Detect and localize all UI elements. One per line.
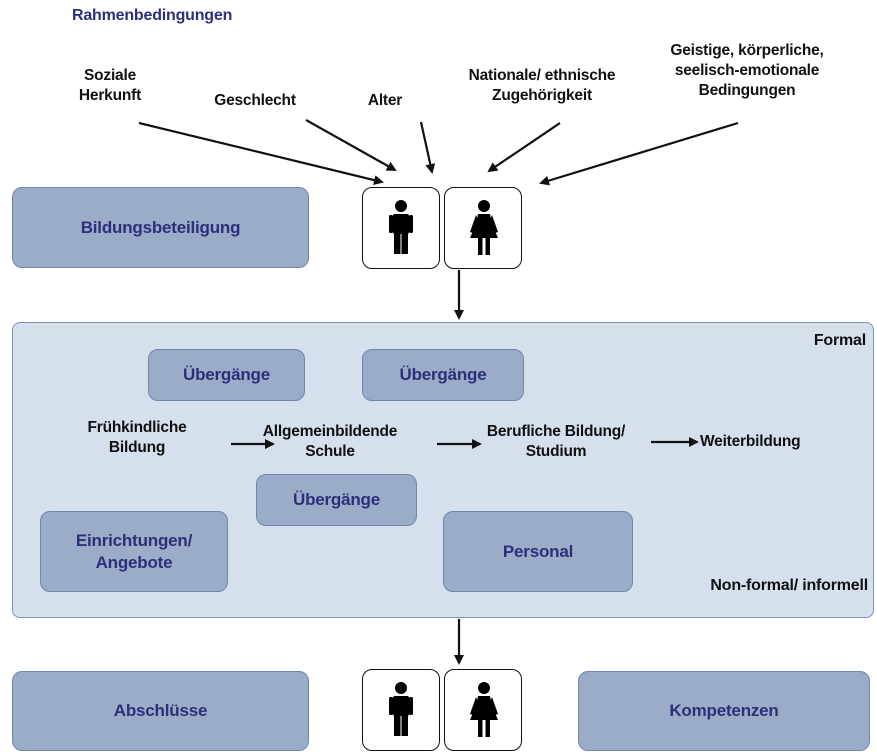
label-non-formal-informell: Non-formal/ informell [710,577,868,594]
label-formal: Formal [813,332,866,349]
male-person-icon [389,682,413,736]
factor-geschlecht: Geschlecht [214,92,296,109]
male-person-icon [389,200,413,254]
box-personal: Personal [443,511,633,592]
stage-allgemeinbildende-schule: Allgemeinbildende Schule [262,423,398,460]
factor-nationale-zugehoerigkeit: Nationale/ ethnische Zugehörigkeit [468,67,616,104]
arrow-geistige [539,121,739,186]
box-uebergaenge-3: Übergänge [256,474,417,526]
box-einrichtungen-angebote: Einrichtungen/ Angebote [40,511,228,592]
arrow-soziale-herkunft [138,121,384,185]
arrow-nationale [487,122,561,173]
person-box-female-top [444,187,522,269]
arrow-geschlecht [305,119,397,171]
female-person-icon [470,200,498,255]
person-box-male-top [362,187,440,269]
box-bildungsbeteiligung: Bildungsbeteiligung [12,187,309,268]
stage-weiterbildung: Weiterbildung [700,433,801,450]
factor-soziale-herkunft: Soziale Herkunft [78,67,142,104]
person-box-male-bottom [362,669,440,751]
factor-geistige-bedingungen: Geistige, körperliche, seelisch-emotiona… [670,42,824,99]
box-uebergaenge-2: Übergänge [362,349,524,401]
box-kompetenzen: Kompetenzen [578,671,870,751]
stage-fruehkindliche-bildung: Frühkindliche Bildung [87,419,187,456]
stage-berufliche-bildung-studium: Berufliche Bildung/ Studium [486,423,626,460]
female-person-icon [470,682,498,737]
arrow-alter [419,121,436,174]
box-uebergaenge-1: Übergänge [148,349,305,401]
person-box-female-bottom [444,669,522,751]
diagram-title: Rahmenbedingungen [72,7,233,24]
factor-alter: Alter [367,92,403,109]
box-abschluesse: Abschlüsse [12,671,309,751]
